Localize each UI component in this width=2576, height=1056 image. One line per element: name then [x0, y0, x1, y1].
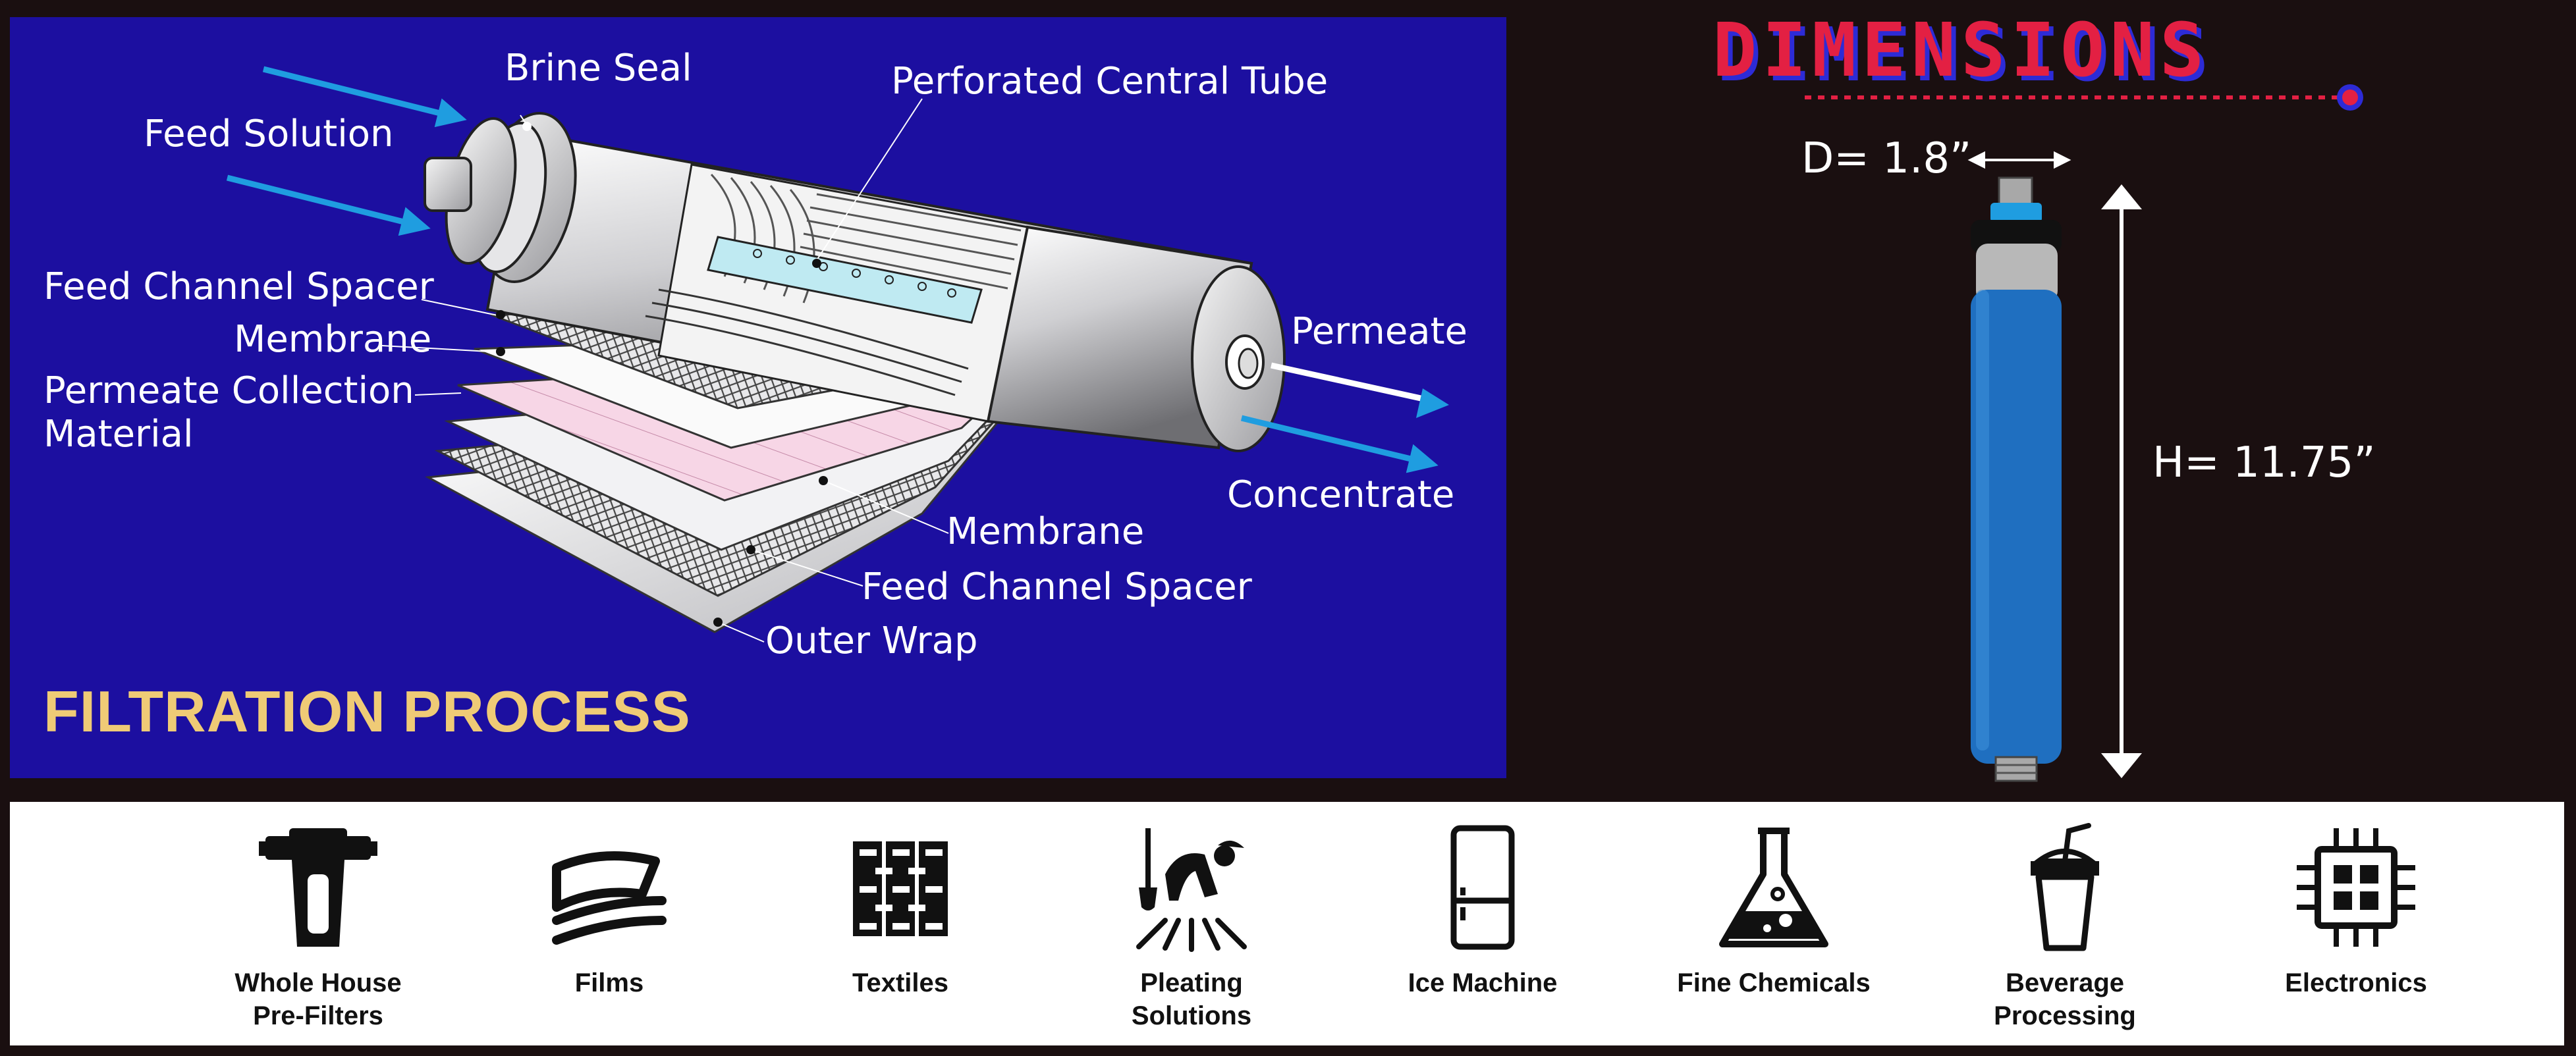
app-label-line1: Textiles [852, 968, 948, 997]
height-arrow [2101, 184, 2142, 778]
label-membrane-top: Membrane [234, 318, 432, 361]
app-label-line1: Beverage [2005, 968, 2125, 997]
refrigerator-icon [1450, 825, 1515, 950]
app-films: Films [497, 802, 721, 1045]
diameter-arrow [1967, 151, 2071, 169]
flow-arrows [226, 66, 1449, 473]
height-label: H= 11.75” [2152, 438, 2376, 487]
label-brine-seal: Brine Seal [505, 47, 692, 90]
app-label-line2: Pre-Filters [253, 1001, 383, 1030]
app-label-line1: Whole House [234, 968, 402, 997]
membrane-cylinder [485, 130, 1253, 450]
membrane-cutaway-diagram [226, 66, 1449, 643]
app-label-line1: Pleating Solutions [1131, 968, 1252, 1030]
worker-plating-icon [1136, 828, 1247, 952]
app-fine-chemicals: Fine Chemicals [1662, 802, 1886, 1045]
microchip-icon [2297, 828, 2415, 947]
leader-dots [496, 122, 828, 627]
film-stack-icon [552, 851, 667, 945]
leader-lines [381, 98, 949, 643]
label-feed-channel-spacer-bottom: Feed Channel Spacer [862, 566, 1252, 608]
app-label-line1: Fine Chemicals [1677, 968, 1871, 997]
app-label-line1: Ice Machine [1408, 968, 1558, 997]
app-electronics: Electronics [2244, 802, 2468, 1045]
brine-seal-cap [424, 112, 577, 283]
app-label-line1: Electronics [2285, 968, 2427, 997]
diameter-label: D= 1.8” [1801, 134, 1972, 183]
label-outer-wrap: Outer Wrap [765, 620, 978, 662]
label-feed-channel-spacer-top: Feed Channel Spacer [43, 265, 434, 308]
app-textiles: Textiles [788, 802, 1012, 1045]
app-label-line2: Processing [1994, 1001, 2136, 1030]
water-filter-housing-icon [259, 828, 377, 947]
woven-textile-icon [853, 841, 948, 936]
label-membrane-bottom: Membrane [946, 510, 1145, 553]
app-pleating-solutions: Pleating Solutions [1080, 802, 1303, 1045]
dimensions-title: DIMENSIONS [1713, 8, 2210, 93]
filtration-process-title: FILTRATION PROCESS [43, 679, 691, 744]
label-concentrate: Concentrate [1227, 473, 1455, 516]
app-ice-machine: Ice Machine [1371, 802, 1595, 1045]
membrane-cartridge [1971, 176, 2062, 782]
label-permeate-collection-material: Material [43, 413, 194, 456]
label-perforated-central-tube: Perforated Central Tube [891, 60, 1329, 103]
flask-icon [1719, 828, 1828, 947]
permeate-end-cap [1191, 265, 1286, 452]
label-permeate-collection: Permeate Collection [43, 369, 414, 412]
label-feed-solution: Feed Solution [144, 113, 394, 155]
label-permeate: Permeate [1291, 310, 1467, 353]
title-underline [1805, 84, 2363, 111]
drink-cup-icon [2030, 823, 2100, 951]
app-label-line1: Films [574, 968, 644, 997]
cartridge-dimension-drawing [1805, 84, 2363, 782]
